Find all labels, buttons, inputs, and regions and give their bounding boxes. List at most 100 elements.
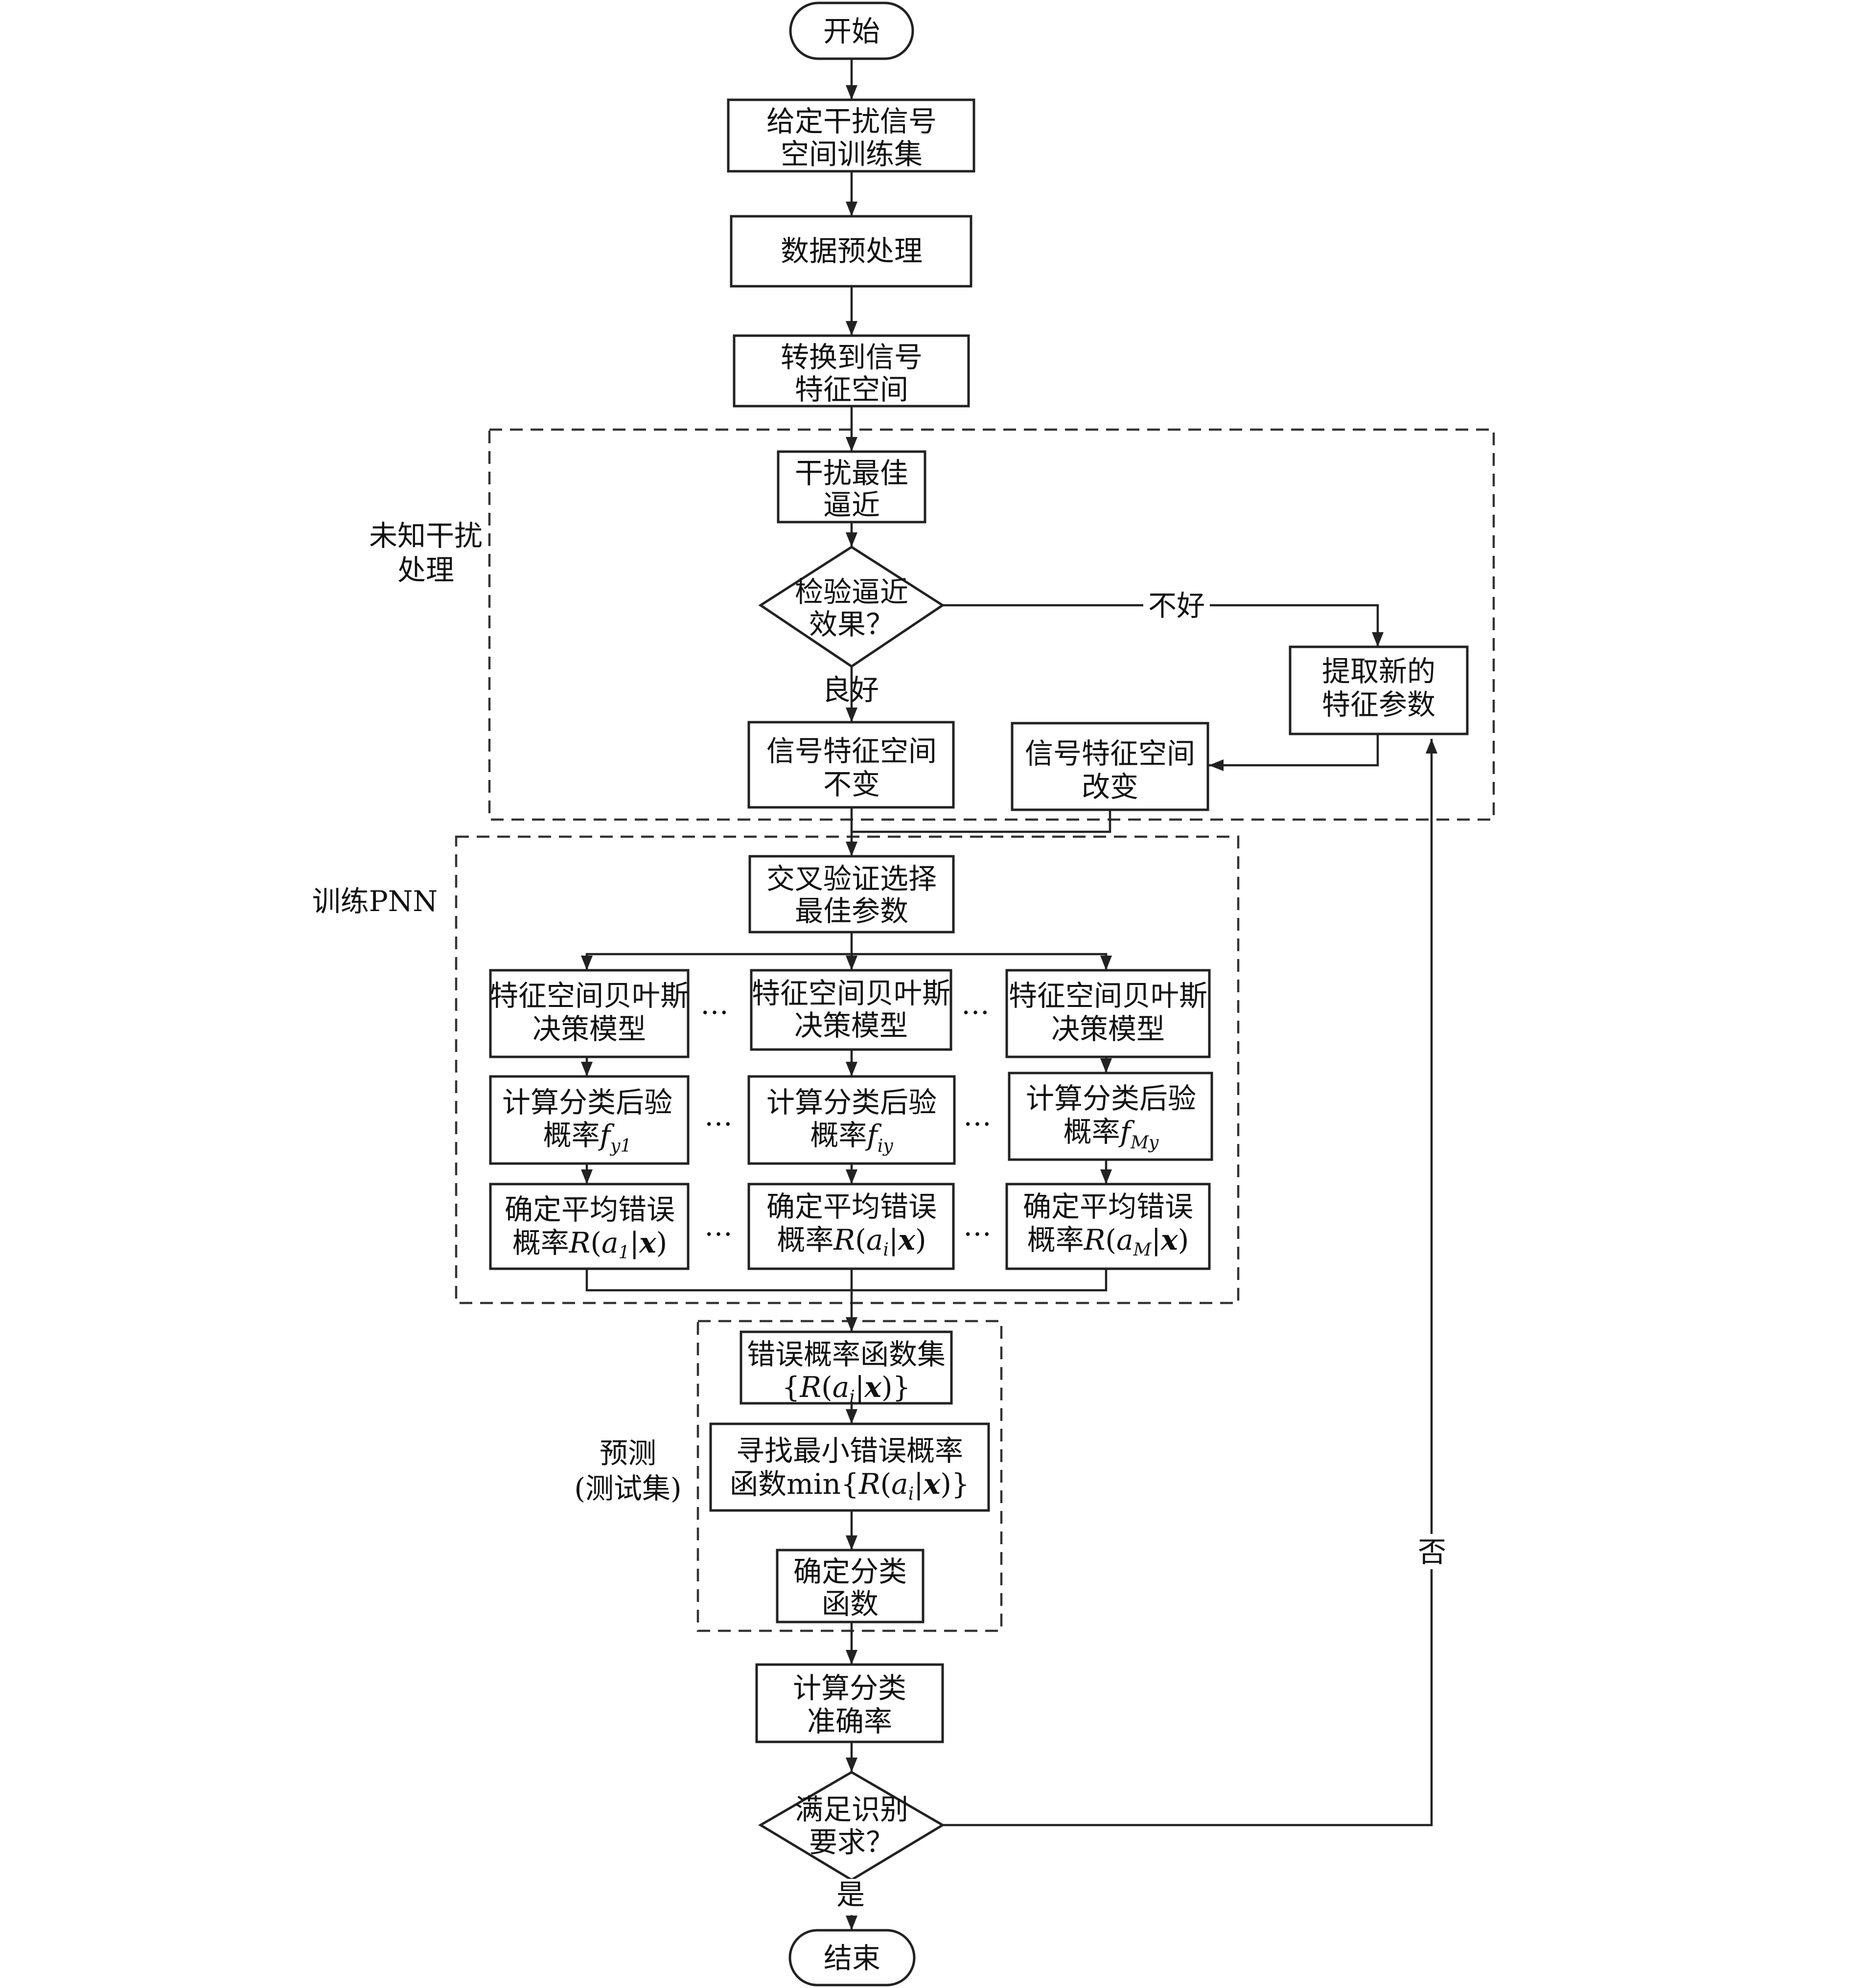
- find-min-sub: i: [908, 1484, 914, 1504]
- space-same-box: 信号特征空间 不变: [747, 721, 955, 809]
- posterior-1-line1: 计算分类后验: [502, 1086, 672, 1119]
- to-feature-box: 转换到信号 特征空间: [733, 334, 970, 408]
- edge-spacechange-merge: [852, 810, 1111, 833]
- avg-error-1-sub: 1: [619, 1243, 630, 1263]
- bayes-2-line2: 决策模型: [794, 1009, 908, 1042]
- avg-error-3-line2: 概率R(aM|x): [1027, 1223, 1189, 1260]
- avg-error-box-2: 确定平均错误 概率R(ai|x): [747, 1183, 955, 1270]
- bayes-box-3: 特征空间贝叶斯 决策模型: [1005, 969, 1211, 1058]
- ellipsis-avg-left: …: [704, 1209, 733, 1242]
- group-label-predict-1: 预测: [600, 1437, 656, 1470]
- edges: [581, 59, 1437, 1930]
- space-change-line2: 改变: [1082, 770, 1138, 803]
- edge-label-no: 否: [1418, 1535, 1446, 1569]
- group-label-predict-2: (测试集): [574, 1472, 681, 1505]
- bayes-3-line1: 特征空间贝叶斯: [1009, 979, 1207, 1012]
- meet-line2: 要求？: [809, 1826, 894, 1859]
- check-line1: 检验逼近: [795, 575, 908, 609]
- func-set-line2: {R(ai|x)}: [782, 1371, 911, 1407]
- accuracy-line1: 计算分类: [793, 1671, 906, 1705]
- posterior-1-sub: y1: [609, 1136, 631, 1156]
- no-label-bg: [1416, 1534, 1448, 1569]
- accuracy-box: 计算分类 准确率: [755, 1663, 944, 1743]
- preprocess-box: 数据预处理: [730, 215, 972, 288]
- posterior-3-line1: 计算分类后验: [1026, 1082, 1196, 1115]
- avg-error-2-line2: 概率R(ai|x): [777, 1223, 926, 1260]
- posterior-2-sub: iy: [878, 1136, 894, 1156]
- train-set-line1: 给定干扰信号: [766, 105, 937, 138]
- bayes-1-line2: 决策模型: [532, 1012, 646, 1046]
- space-change-line1: 信号特征空间: [1025, 737, 1195, 770]
- edge-fanout-bar: [581, 932, 853, 970]
- ellipsis-posterior-left: …: [704, 1099, 733, 1132]
- edge-merge-bar: [585, 1269, 1108, 1292]
- find-min-prefix: 函数: [730, 1467, 786, 1501]
- train-set-box: 给定干扰信号 空间训练集: [727, 98, 975, 173]
- accuracy-line2: 准确率: [807, 1705, 892, 1738]
- meet-line1: 满足识别: [795, 1793, 908, 1826]
- edge-label-yes: 是: [836, 1878, 865, 1911]
- ellipsis-bayes-right: …: [961, 987, 990, 1021]
- approx-box: 干扰最佳 逼近: [777, 450, 926, 524]
- space-same-line2: 不变: [823, 768, 880, 801]
- to-feature-line2: 特征空间: [795, 373, 908, 406]
- avg-error-3-line1: 确定平均错误: [1023, 1190, 1193, 1223]
- bayes-box-1: 特征空间贝叶斯 决策模型: [489, 969, 690, 1058]
- approx-line2: 逼近: [823, 488, 880, 522]
- group-frame-train: [455, 835, 1240, 1304]
- ellipsis-avg-right: …: [963, 1209, 992, 1242]
- classify-line1: 确定分类: [793, 1555, 907, 1588]
- bayes-box-2: 特征空间贝叶斯 决策模型: [750, 969, 952, 1051]
- ellipsis-bayes-left: …: [700, 987, 729, 1021]
- bayes-2-line1: 特征空间贝叶斯: [752, 977, 950, 1010]
- extract-box: 提取新的 特征参数: [1289, 645, 1469, 735]
- approx-line1: 干扰最佳: [795, 457, 908, 490]
- bayes-3-line2: 决策模型: [1051, 1012, 1165, 1046]
- classify-box: 确定分类 函数: [776, 1549, 925, 1623]
- to-feature-line1: 转换到信号: [781, 341, 923, 374]
- group-frame-unknown: [488, 428, 1495, 821]
- edge-label-good: 良好: [822, 673, 879, 707]
- posterior-box-3: 计算分类后验 概率fMy: [1008, 1072, 1213, 1161]
- yes-label-bg: [834, 1879, 869, 1915]
- preprocess-label: 数据预处理: [781, 234, 923, 268]
- edge-fanout-right: [852, 953, 1112, 970]
- cross-val-box: 交叉验证选择 最佳参数: [748, 855, 955, 934]
- posterior-3-line2: 概率fMy: [1064, 1115, 1159, 1153]
- train-set-line2: 空间训练集: [781, 137, 923, 171]
- group-label-train: 训练PNN: [312, 885, 438, 918]
- avg-error-2-sub: i: [883, 1240, 889, 1260]
- avg-error-box-1: 确定平均错误 概率R(a1|x): [489, 1183, 690, 1270]
- avg-error-1-prefix: 概率: [512, 1226, 569, 1259]
- cross-val-line1: 交叉验证选择: [766, 862, 937, 895]
- cross-val-line2: 最佳参数: [795, 894, 908, 928]
- start-label: 开始: [823, 15, 880, 48]
- func-set-box: 错误概率函数集 {R(ai|x)}: [740, 1330, 953, 1407]
- func-set-line1: 错误概率函数集: [747, 1338, 946, 1371]
- start-terminal: 开始: [789, 1, 914, 60]
- meet-decision: 满足识别 要求？: [758, 1771, 945, 1881]
- classify-line2: 函数: [822, 1587, 879, 1621]
- check-decision: 检验逼近 效果？: [758, 546, 945, 668]
- avg-error-3-sub: M: [1133, 1240, 1152, 1260]
- group-label-unknown-1: 未知干扰: [369, 519, 483, 552]
- bad-label-bg: [1143, 586, 1210, 621]
- extract-line1: 提取新的: [1322, 655, 1435, 688]
- avg-error-3-prefix: 概率: [1027, 1223, 1084, 1257]
- edge-check-extract: [943, 604, 1384, 647]
- avg-error-2-prefix: 概率: [777, 1223, 833, 1257]
- posterior-2-prefix: 概率: [810, 1119, 867, 1152]
- ellipsis-posterior-right: …: [963, 1099, 992, 1132]
- posterior-box-1: 计算分类后验 概率fy1: [489, 1075, 690, 1165]
- edge-extract-spacechange: [1209, 734, 1379, 771]
- find-min-line1: 寻找最小错误概率: [736, 1434, 963, 1467]
- avg-error-1-line2: 概率R(a1|x): [512, 1226, 668, 1263]
- space-change-box: 信号特征空间 改变: [1011, 722, 1209, 811]
- find-min-line2: 函数min{R(ai|x)}: [730, 1467, 970, 1504]
- avg-error-box-3: 确定平均错误 概率R(aM|x): [1005, 1183, 1211, 1270]
- check-line2: 效果？: [809, 608, 894, 641]
- edge-meet-extract-loop: [943, 739, 1437, 1827]
- posterior-1-prefix: 概率: [543, 1119, 600, 1152]
- bayes-1-line1: 特征空间贝叶斯: [490, 979, 689, 1012]
